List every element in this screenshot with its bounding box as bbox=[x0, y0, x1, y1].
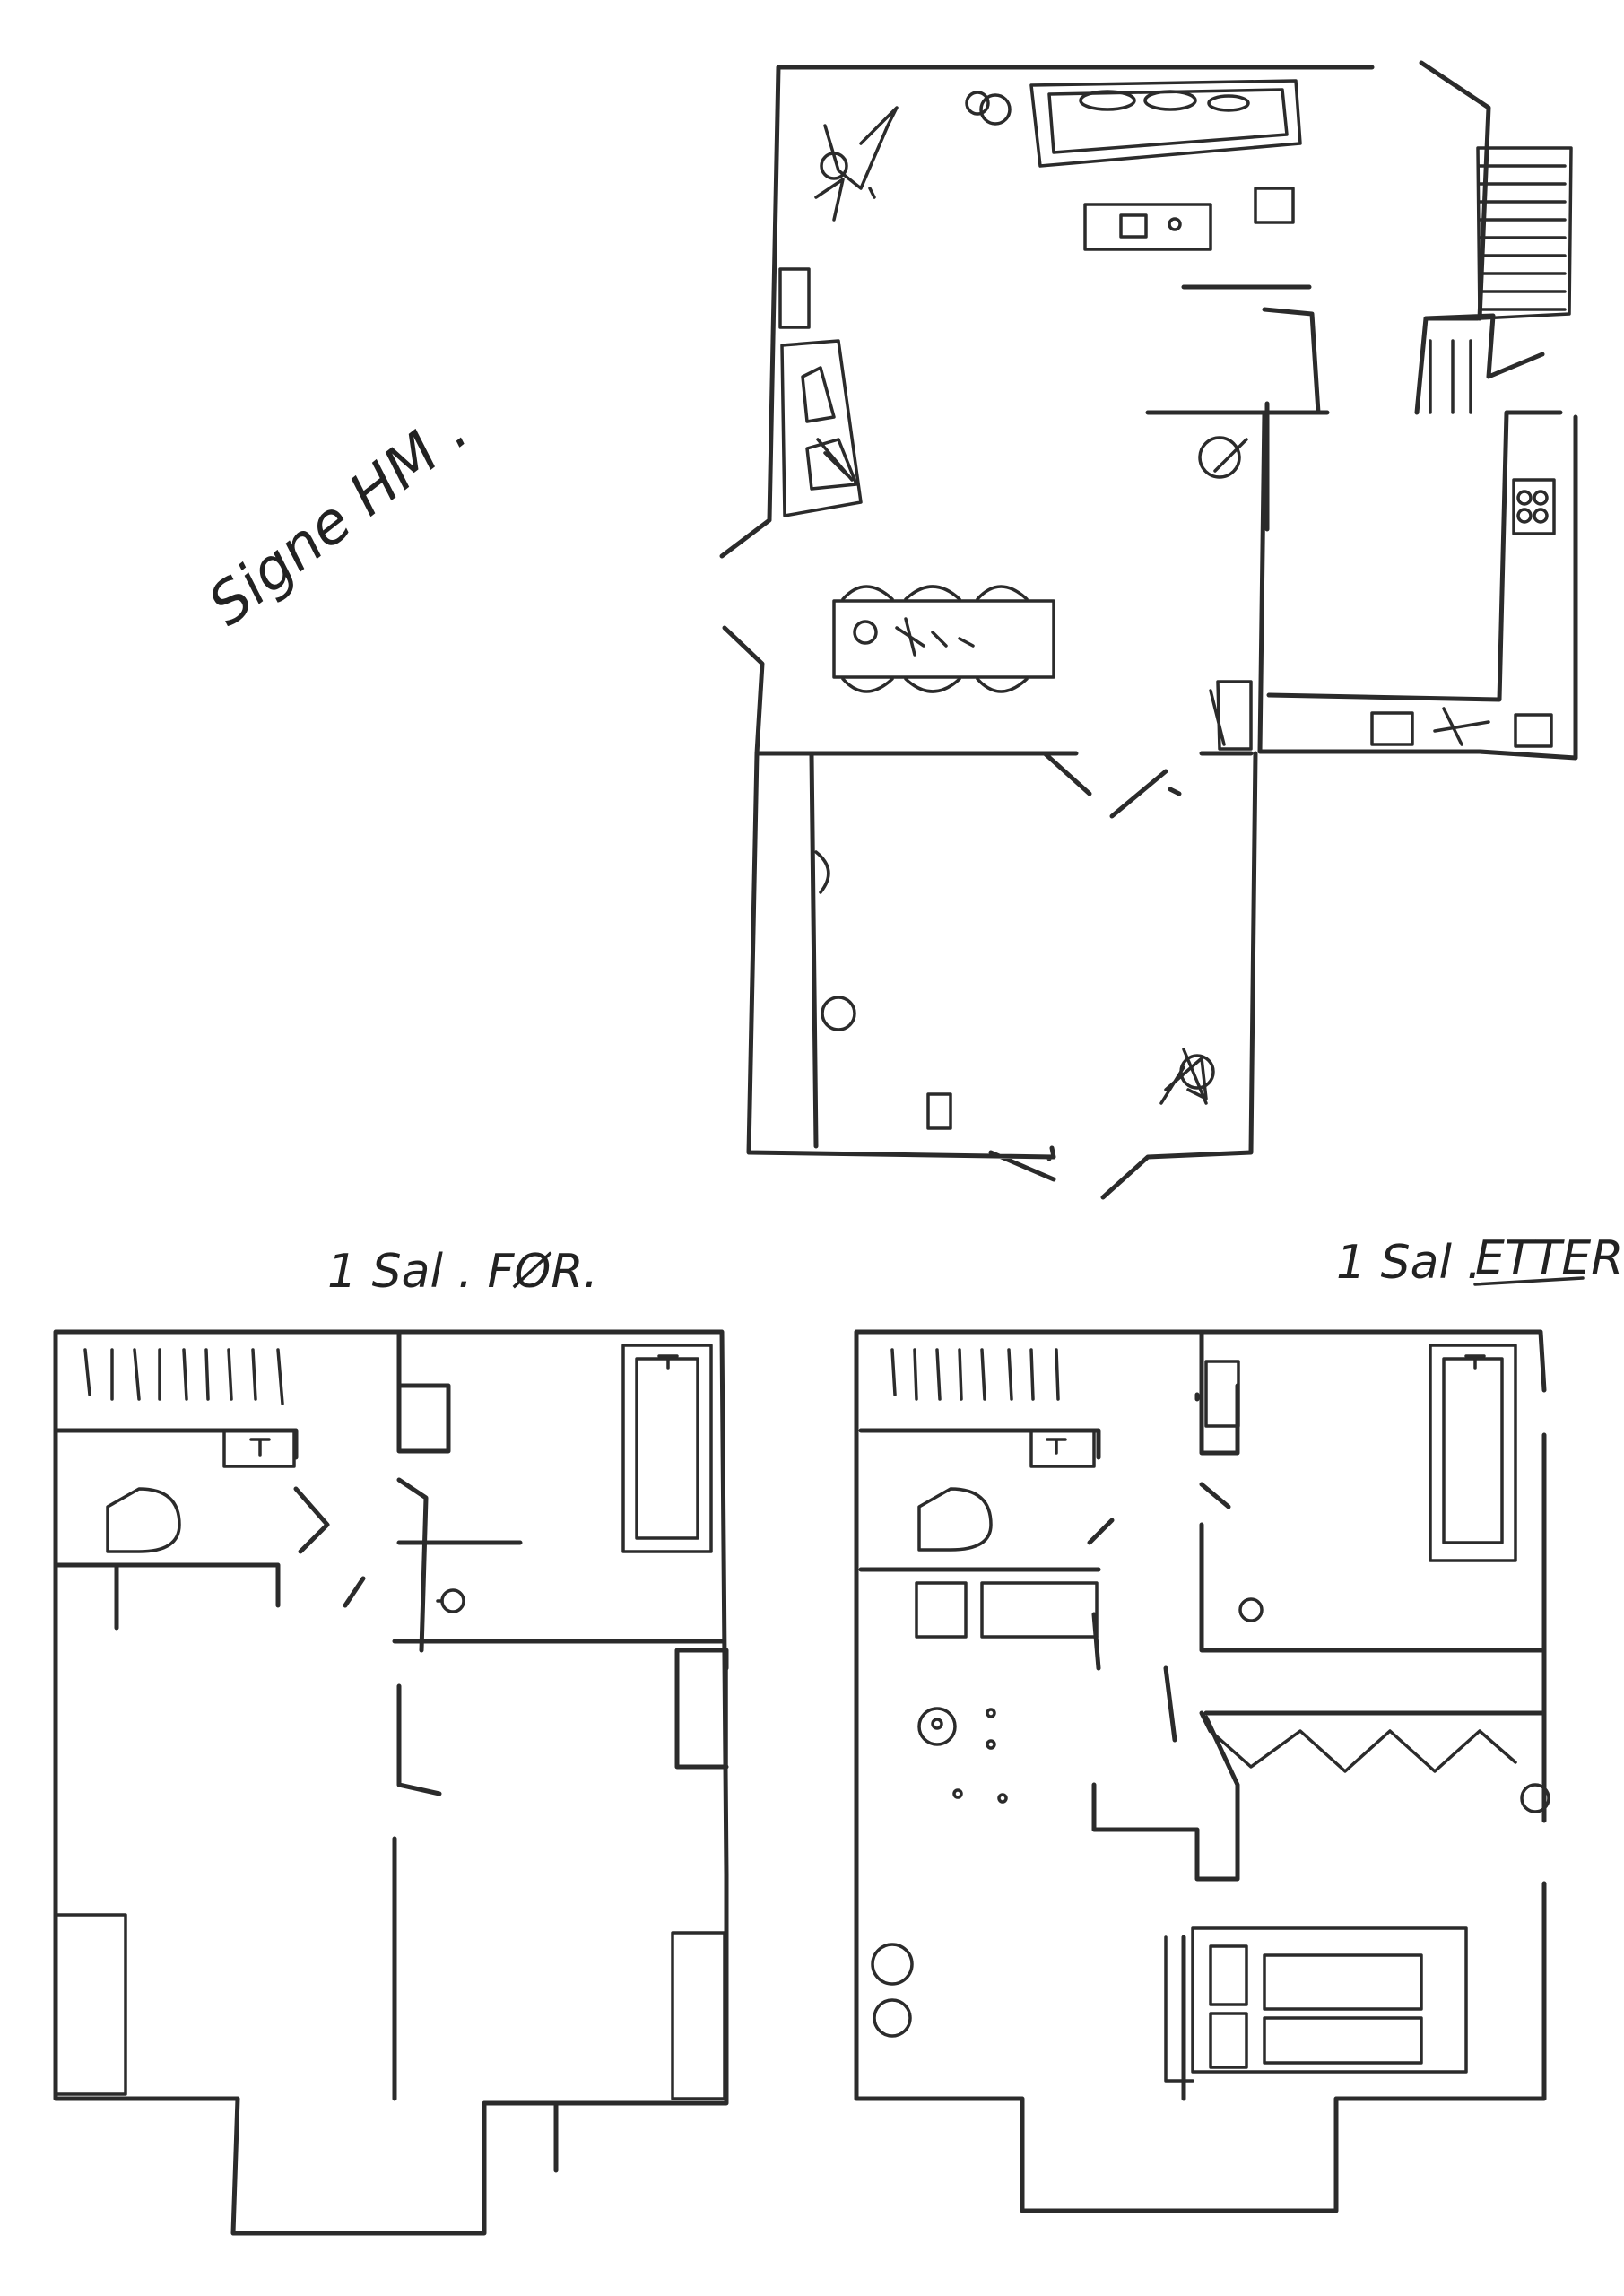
chair-icon bbox=[871, 1707, 1550, 2038]
cabinet-icon bbox=[778, 187, 1295, 329]
table-icon bbox=[1083, 203, 1212, 251]
plan-before-walls bbox=[53, 1329, 729, 2236]
chair-icon bbox=[814, 850, 952, 1130]
cabinet-icon bbox=[1209, 680, 1253, 751]
toilet-icon bbox=[917, 1487, 993, 1552]
shelf-icon bbox=[915, 1581, 1099, 1639]
chair-icon bbox=[965, 91, 1012, 126]
plan-after-title-underlined: ETTER bbox=[1475, 1231, 1623, 1285]
toilet-icon bbox=[106, 1487, 181, 1553]
bathtub-icon bbox=[621, 1344, 713, 1553]
plan-after-walls bbox=[854, 1329, 1547, 2213]
signature: Signe HM . bbox=[196, 397, 480, 639]
plan-after: 1 Sal . ETTER bbox=[854, 1231, 1623, 2213]
ground-floor-walls bbox=[719, 60, 1578, 1200]
cabinet-icon bbox=[54, 1648, 728, 2100]
radiator-icon bbox=[890, 1348, 1060, 1401]
title-underline bbox=[1473, 1276, 1585, 1286]
wardrobe-icon bbox=[222, 1429, 296, 1468]
sink-icon bbox=[1238, 1597, 1264, 1622]
plant-icon bbox=[1159, 1048, 1215, 1105]
stairs-icon bbox=[1429, 146, 1573, 414]
sofa-icon bbox=[1029, 79, 1302, 168]
stove-icon bbox=[1512, 478, 1556, 535]
ground-floor-plan bbox=[719, 60, 1578, 1200]
bathtub-icon bbox=[1429, 1344, 1517, 1562]
sink-icon bbox=[1370, 707, 1553, 748]
plant-icon bbox=[814, 106, 899, 222]
wardrobe-icon bbox=[1029, 1360, 1240, 1468]
curtain-icon bbox=[1209, 1729, 1517, 1773]
plan-before-title: 1 Sal . FØR. bbox=[327, 1245, 598, 1299]
svg-text:Signe HM .: Signe HM . bbox=[196, 397, 480, 639]
dining-table-icon bbox=[832, 585, 1055, 693]
plan-before: 1 Sal . FØR. bbox=[53, 1245, 729, 2236]
radiator-icon bbox=[83, 1348, 284, 1405]
bed-icon bbox=[780, 339, 863, 517]
plan-after-title: 1 Sal . bbox=[1336, 1236, 1481, 1290]
bed-icon bbox=[1164, 1926, 1468, 2083]
sink-icon bbox=[436, 1588, 465, 1613]
round-table-icon bbox=[1198, 436, 1248, 479]
